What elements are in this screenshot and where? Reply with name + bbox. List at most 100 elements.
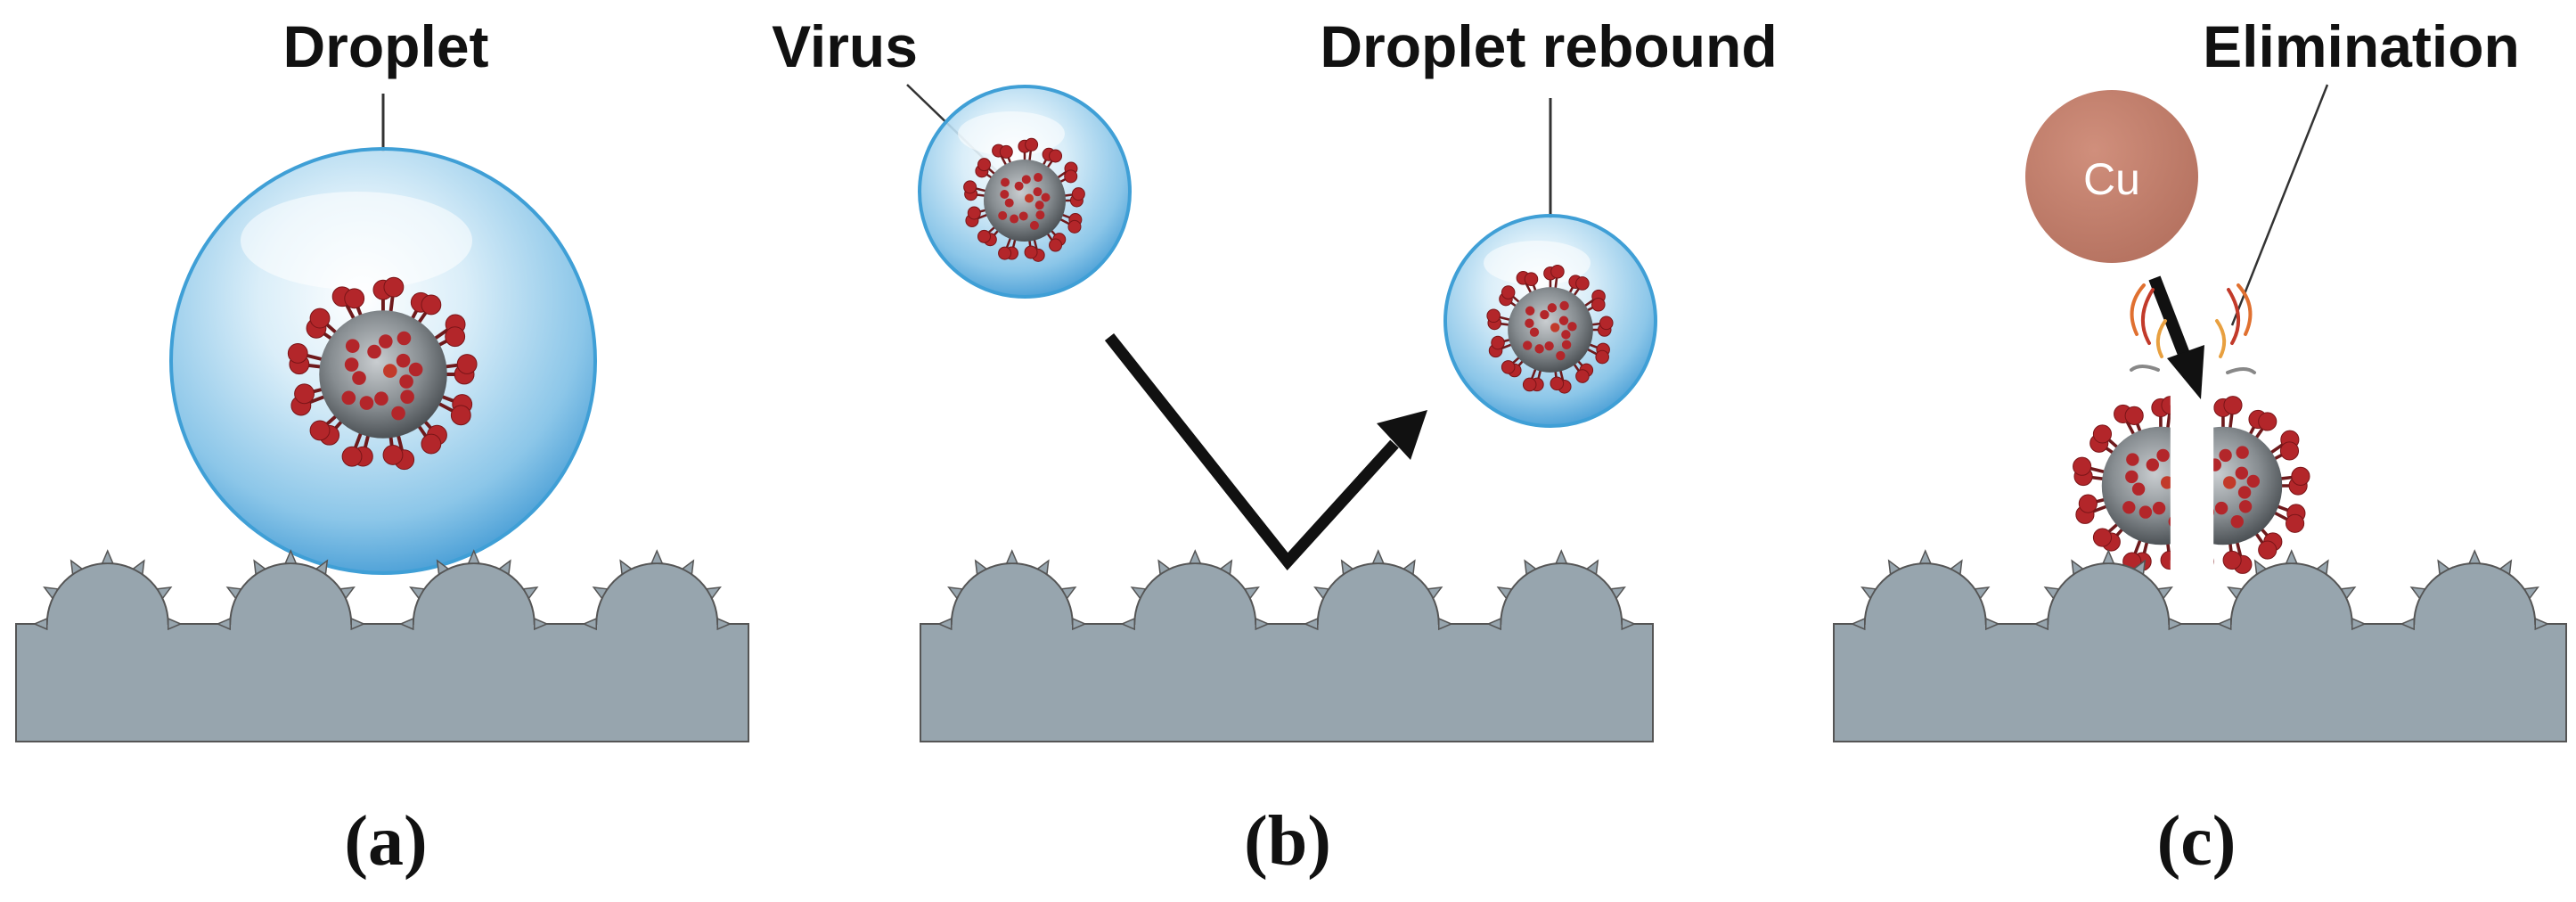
spike-protein [1029,220,1039,230]
spike-protein [2177,405,2195,422]
spike-protein [2122,501,2136,514]
spike-protein [341,390,356,406]
spike-protein [1550,323,1560,332]
spike-protein [998,210,1008,220]
rebound-trajectory-arrow [1104,332,1399,571]
panel-label-b: (b) [1244,802,1331,881]
spike-protein [1034,173,1043,183]
substrate-spike [339,586,356,600]
spike-protein [999,144,1013,159]
spike-protein [1000,189,1010,199]
droplet-label: Droplet [283,13,489,79]
substrate-spike [350,617,366,631]
spike-protein [2196,413,2214,430]
substrate-spike [216,617,231,631]
substrate-spike [398,617,414,631]
spike-stalk [2186,420,2196,438]
substrate-spike [409,586,426,600]
substrate-spike [1130,586,1147,600]
substrate-spike [1402,559,1416,576]
spike-protein [344,288,365,309]
spike-protein [374,391,388,406]
spike-protein [1491,335,1505,350]
substrate-b [920,549,1654,742]
substrate-spike [650,549,664,564]
spike-protein [1018,211,1028,221]
spike-protein [341,446,363,467]
spike-protein [1024,245,1038,259]
substrate-spike [1313,586,1330,600]
substrate-spike [1887,559,1901,576]
spike-protein [2161,396,2171,415]
copper-label: Cu [2083,154,2140,204]
spike-protein [1001,177,1010,187]
spike-stalk [2174,538,2180,564]
spike-stalk [2192,530,2205,550]
spike-protein [2235,466,2249,480]
substrate-spike [2102,549,2115,564]
substrate-spike [1255,617,1271,631]
spike-protein [2291,466,2310,486]
spike-protein [2286,513,2305,533]
substrate-spike [2227,586,2244,600]
spike-protein [2213,558,2214,565]
spike-protein [456,354,478,374]
spike-protein [1025,193,1034,203]
spike-protein [2196,541,2214,559]
spike-protein [2152,501,2166,515]
spike-protein [2187,410,2204,428]
spike-protein [352,371,366,385]
spike-protein [2195,483,2207,496]
spike-protein [1575,276,1590,291]
substrate-spike [1371,549,1385,564]
virus-label: Virus [772,13,918,79]
spike-protein [1567,322,1577,332]
substrate-spike [1860,586,1877,600]
substrate-spike [1918,549,1932,564]
spike-protein [2237,486,2252,499]
spike-protein [2185,475,2197,488]
spike-protein [309,308,331,329]
substrate-spike [1072,617,1087,631]
spike-stalk [2195,537,2204,562]
substrate-spike [619,559,633,576]
spike-protein [1523,340,1533,350]
virus-core [319,310,447,439]
spike-protein [399,374,413,389]
spike-protein [2176,486,2188,498]
spike-protein [421,433,442,455]
spike-protein [2092,528,2113,547]
spike-protein [2124,406,2144,425]
substrate-spike [315,559,329,576]
virus-particle [963,137,1085,262]
substrate-spike [1609,586,1626,600]
substrate-spike [534,617,549,631]
spike-protein [1501,360,1516,374]
spike-stalk [2186,414,2198,437]
spike-protein [2213,509,2215,516]
substrate-spike [156,586,173,600]
spike-stalk [2173,527,2187,542]
spike-protein [977,229,991,243]
panel-label-a: (a) [344,802,427,881]
spike-protein [1501,285,1516,299]
virus-core [1508,287,1593,373]
substrate-spike [1189,549,1202,564]
substrate-spike [101,549,114,564]
substrate-spike [1850,617,1866,631]
panel-label-c: (c) [2157,802,2237,881]
spike-protein [2213,458,2222,472]
substrate-spike [2437,559,2450,576]
spike-protein [2258,412,2278,431]
substrate-spike [716,617,732,631]
substrate-spike [1555,549,1568,564]
spike-protein [2168,516,2171,527]
spike-protein [1486,308,1501,324]
substrate-spike [705,586,722,600]
substrate-spike [2400,617,2415,631]
spike-protein [2246,474,2261,488]
spike-protein [2188,406,2205,424]
spike-protein [1014,181,1024,191]
spike-protein [1025,137,1039,152]
spike-protein [2160,550,2171,570]
